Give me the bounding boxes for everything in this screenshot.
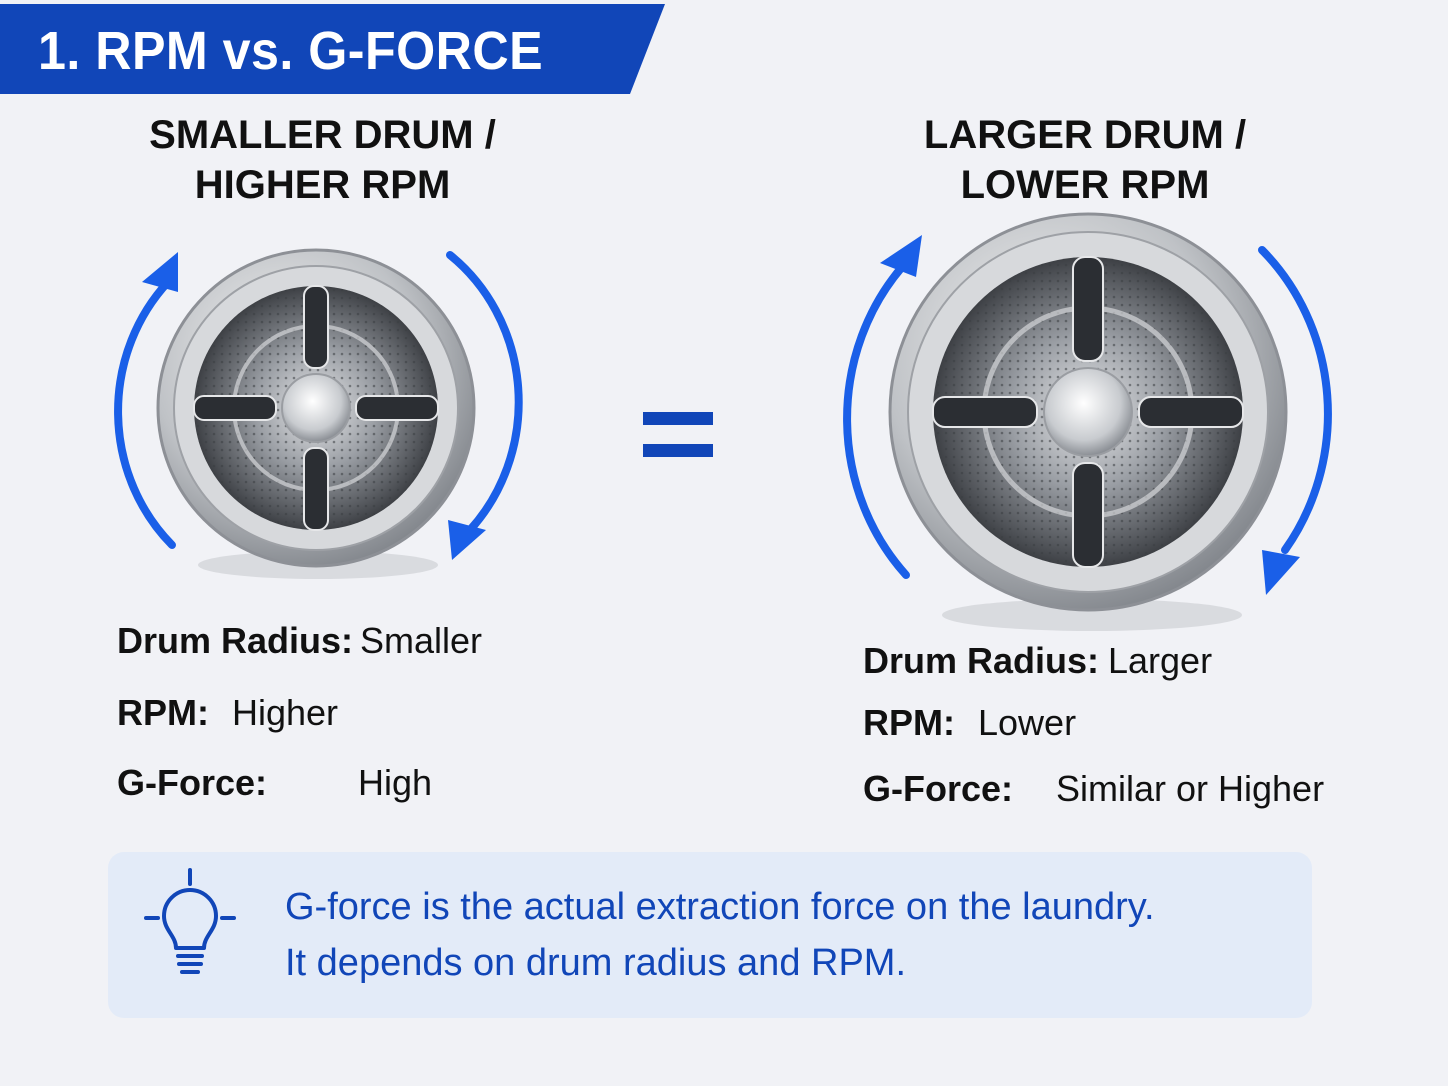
- lightbulb-icon: [144, 868, 236, 974]
- left-spec-gforce-value: High: [358, 762, 433, 803]
- left-spec-gforce-label: G-Force:: [117, 762, 268, 803]
- left-heading-line2: HIGHER RPM: [194, 163, 451, 207]
- left-rotation-arrow-down-icon: [446, 251, 523, 560]
- left-rotation-arrow-up-icon: [114, 252, 178, 549]
- right-spec-radius-value: Larger: [1108, 640, 1213, 681]
- info-box: [108, 852, 1312, 1018]
- right-drum-paddles: [932, 256, 1244, 568]
- left-spec-rpm-label: RPM:: [117, 692, 209, 733]
- right-spec-gforce-label: G-Force:: [863, 768, 1014, 809]
- left-drum-illustration: [114, 248, 523, 579]
- right-spec-rpm-label: RPM:: [863, 702, 955, 743]
- left-drum-paddles: [193, 285, 439, 531]
- right-spec-radius-label: Drum Radius:: [863, 640, 1100, 681]
- right-heading-line2: LOWER RPM: [960, 163, 1210, 207]
- info-line-1: G-force is the actual extraction force o…: [285, 886, 1155, 928]
- right-rotation-arrow-down-icon: [1258, 246, 1332, 595]
- left-spec-radius-value: Smaller: [360, 620, 483, 661]
- title-banner: [0, 4, 665, 94]
- right-rotation-arrow-up-icon: [843, 235, 922, 579]
- right-drum-heading: LARGER DRUM / LOWER RPM: [890, 110, 1280, 210]
- right-drum-hub: [1043, 367, 1133, 457]
- left-drum-hub: [281, 373, 351, 443]
- right-heading-line1: LARGER DRUM /: [923, 113, 1247, 157]
- page-title: 1. RPM vs. G-FORCE: [38, 21, 544, 81]
- left-drum-heading: SMALLER DRUM / HIGHER RPM: [130, 110, 515, 210]
- left-spec-radius-label: Drum Radius:: [117, 620, 354, 661]
- right-drum-shadow: [942, 599, 1242, 631]
- right-spec-gforce-value: Similar or Higher: [1056, 768, 1325, 809]
- right-spec-rpm-value: Lower: [978, 702, 1077, 743]
- left-heading-line1: SMALLER DRUM /: [149, 113, 496, 157]
- info-line-2: It depends on drum radius and RPM.: [285, 942, 907, 984]
- right-drum-illustration: [843, 212, 1332, 631]
- left-spec-rpm-value: Higher: [232, 692, 339, 733]
- equals-sign: [643, 412, 713, 458]
